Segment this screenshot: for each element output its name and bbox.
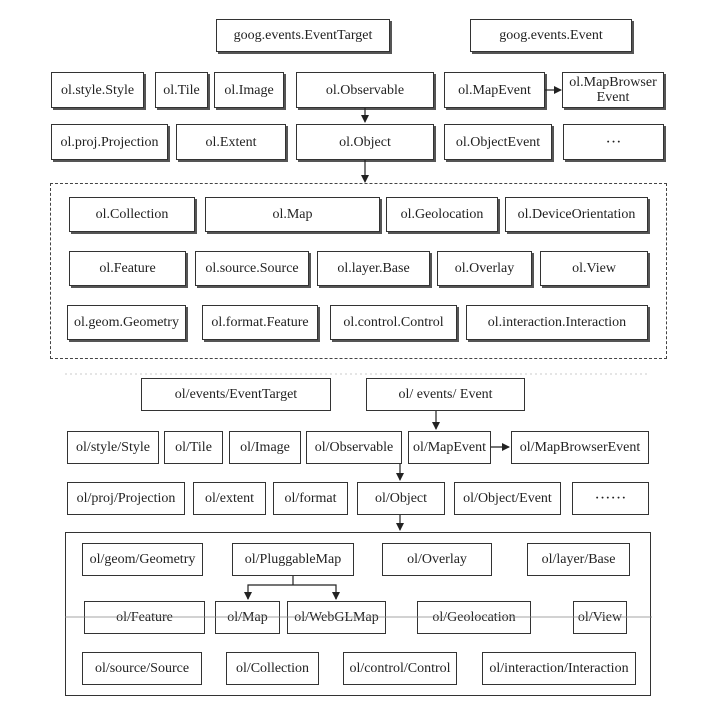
top-group-ol-interaction-interaction: ol.interaction.Interaction bbox=[466, 305, 648, 340]
bottom-node-ol-image: ol/Image bbox=[229, 431, 301, 464]
top-group-ol-layer-base: ol.layer.Base bbox=[317, 251, 430, 286]
top-group-ol-geolocation: ol.Geolocation bbox=[386, 197, 498, 232]
bottom-group-ol-interaction-interaction: ol/interaction/Interaction bbox=[482, 652, 636, 685]
top-group-ol-geom-geometry: ol.geom.Geometry bbox=[67, 305, 186, 340]
bottom-node-ol-format: ol/format bbox=[273, 482, 348, 515]
top-group-ol-view: ol.View bbox=[540, 251, 648, 286]
top-group-ol-format-feature: ol.format.Feature bbox=[202, 305, 318, 340]
bottom-group-ol-feature: ol/Feature bbox=[84, 601, 205, 634]
bottom-group-ol-geom-geometry: ol/geom/Geometry bbox=[82, 543, 203, 576]
top-group-ol-collection: ol.Collection bbox=[69, 197, 195, 232]
bottom-node-ol-mapbrowserevent: ol/MapBrowserEvent bbox=[511, 431, 649, 464]
bottom-node-ol-style-style: ol/style/Style bbox=[67, 431, 159, 464]
top-group-ol-source-source: ol.source.Source bbox=[195, 251, 309, 286]
bottom-node-ol-extent: ol/extent bbox=[193, 482, 266, 515]
bottom-group-frame bbox=[65, 532, 651, 696]
top-node-goog-events-event: goog.events.Event bbox=[470, 19, 632, 52]
bottom-group-ol-layer-base: ol/layer/Base bbox=[527, 543, 630, 576]
top-node-ellipsis: ··· bbox=[563, 124, 664, 160]
top-node-ol-style-style: ol.style.Style bbox=[51, 72, 144, 108]
bottom-node-ol-object: ol/Object bbox=[357, 482, 445, 515]
bottom-group-ol-overlay: ol/Overlay bbox=[382, 543, 492, 576]
bottom-node-ol-mapevent: ol/MapEvent bbox=[408, 431, 491, 464]
bottom-group-ol-pluggablemap: ol/PluggableMap bbox=[232, 543, 354, 576]
top-node-ol-image: ol.Image bbox=[214, 72, 284, 108]
bottom-node-ellipsis: ······ bbox=[572, 482, 649, 515]
bottom-group-ol-control-control: ol/control/Control bbox=[343, 652, 457, 685]
top-node-ol-extent: ol.Extent bbox=[176, 124, 286, 160]
top-node-ol-object: ol.Object bbox=[296, 124, 434, 160]
top-node-ol-mapevent: ol.MapEvent bbox=[444, 72, 545, 108]
top-group-frame bbox=[50, 183, 667, 359]
top-node-ol-tile: ol.Tile bbox=[155, 72, 208, 108]
top-node-ol-observable: ol.Observable bbox=[296, 72, 434, 108]
top-group-ol-overlay: ol.Overlay bbox=[437, 251, 532, 286]
top-node-goog-events-eventtarget: goog.events.EventTarget bbox=[216, 19, 390, 52]
bottom-node-ol-proj-projection: ol/proj/Projection bbox=[67, 482, 185, 515]
bottom-group-ol-geolocation: ol/Geolocation bbox=[417, 601, 531, 634]
top-group-ol-map: ol.Map bbox=[205, 197, 380, 232]
top-node-ol-mapbrowserevent: ol.MapBrowser Event bbox=[562, 72, 664, 108]
bottom-node-ol-tile: ol/Tile bbox=[164, 431, 223, 464]
top-group-ol-feature: ol.Feature bbox=[69, 251, 186, 286]
bottom-group-ol-map: ol/Map bbox=[215, 601, 280, 634]
bottom-group-ol-collection: ol/Collection bbox=[226, 652, 319, 685]
bottom-node-ol-events-eventtarget: ol/events/EventTarget bbox=[141, 378, 331, 411]
top-group-ol-control-control: ol.control.Control bbox=[330, 305, 457, 340]
top-node-ol-proj-projection: ol.proj.Projection bbox=[51, 124, 168, 160]
bottom-group-ol-webglmap: ol/WebGLMap bbox=[287, 601, 386, 634]
bottom-node-ol-observable: ol/Observable bbox=[306, 431, 402, 464]
bottom-group-ol-source-source: ol/source/Source bbox=[82, 652, 202, 685]
bottom-group-ol-view: ol/View bbox=[573, 601, 627, 634]
bottom-node-ol-object-event: ol/Object/Event bbox=[454, 482, 561, 515]
top-node-ol-objectevent: ol.ObjectEvent bbox=[444, 124, 552, 160]
top-group-ol-deviceorientation: ol.DeviceOrientation bbox=[505, 197, 648, 232]
bottom-node-ol-events-event: ol/ events/ Event bbox=[366, 378, 525, 411]
